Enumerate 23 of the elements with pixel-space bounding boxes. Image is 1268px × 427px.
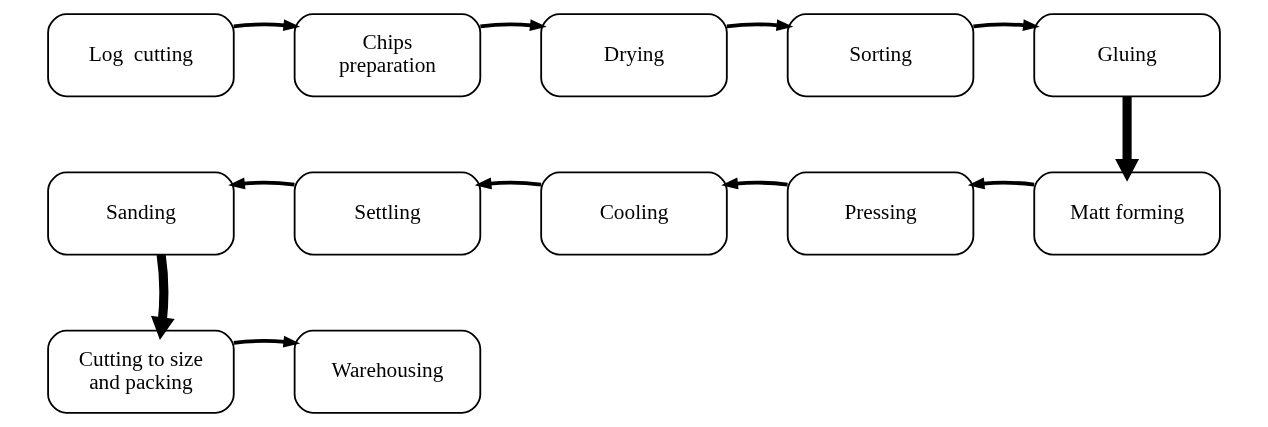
node-box: Chips preparation	[293, 13, 482, 98]
arrow	[150, 254, 175, 340]
node-box: Log cutting	[47, 13, 235, 98]
arrow	[973, 19, 1040, 31]
node-box: Drying	[540, 13, 728, 98]
node-box: Cooling	[540, 171, 728, 256]
arrow	[726, 19, 794, 31]
arrow	[967, 177, 1035, 190]
node-box: Gluing	[1033, 13, 1221, 98]
arrow	[233, 335, 301, 348]
node-box: Pressing	[786, 171, 975, 256]
node-box: Warehousing	[293, 329, 482, 414]
arrow	[233, 19, 301, 31]
arrow	[474, 177, 542, 190]
node-box: Cutting to size and packing	[47, 329, 235, 414]
arrow	[228, 177, 295, 190]
arrow	[721, 177, 788, 190]
node-box: Settling	[293, 171, 482, 256]
node-box: Sanding	[47, 171, 235, 256]
node-box: Matt forming	[1033, 171, 1221, 256]
arrow	[1115, 96, 1140, 182]
node-box: Sorting	[786, 13, 975, 98]
arrow	[480, 19, 547, 31]
